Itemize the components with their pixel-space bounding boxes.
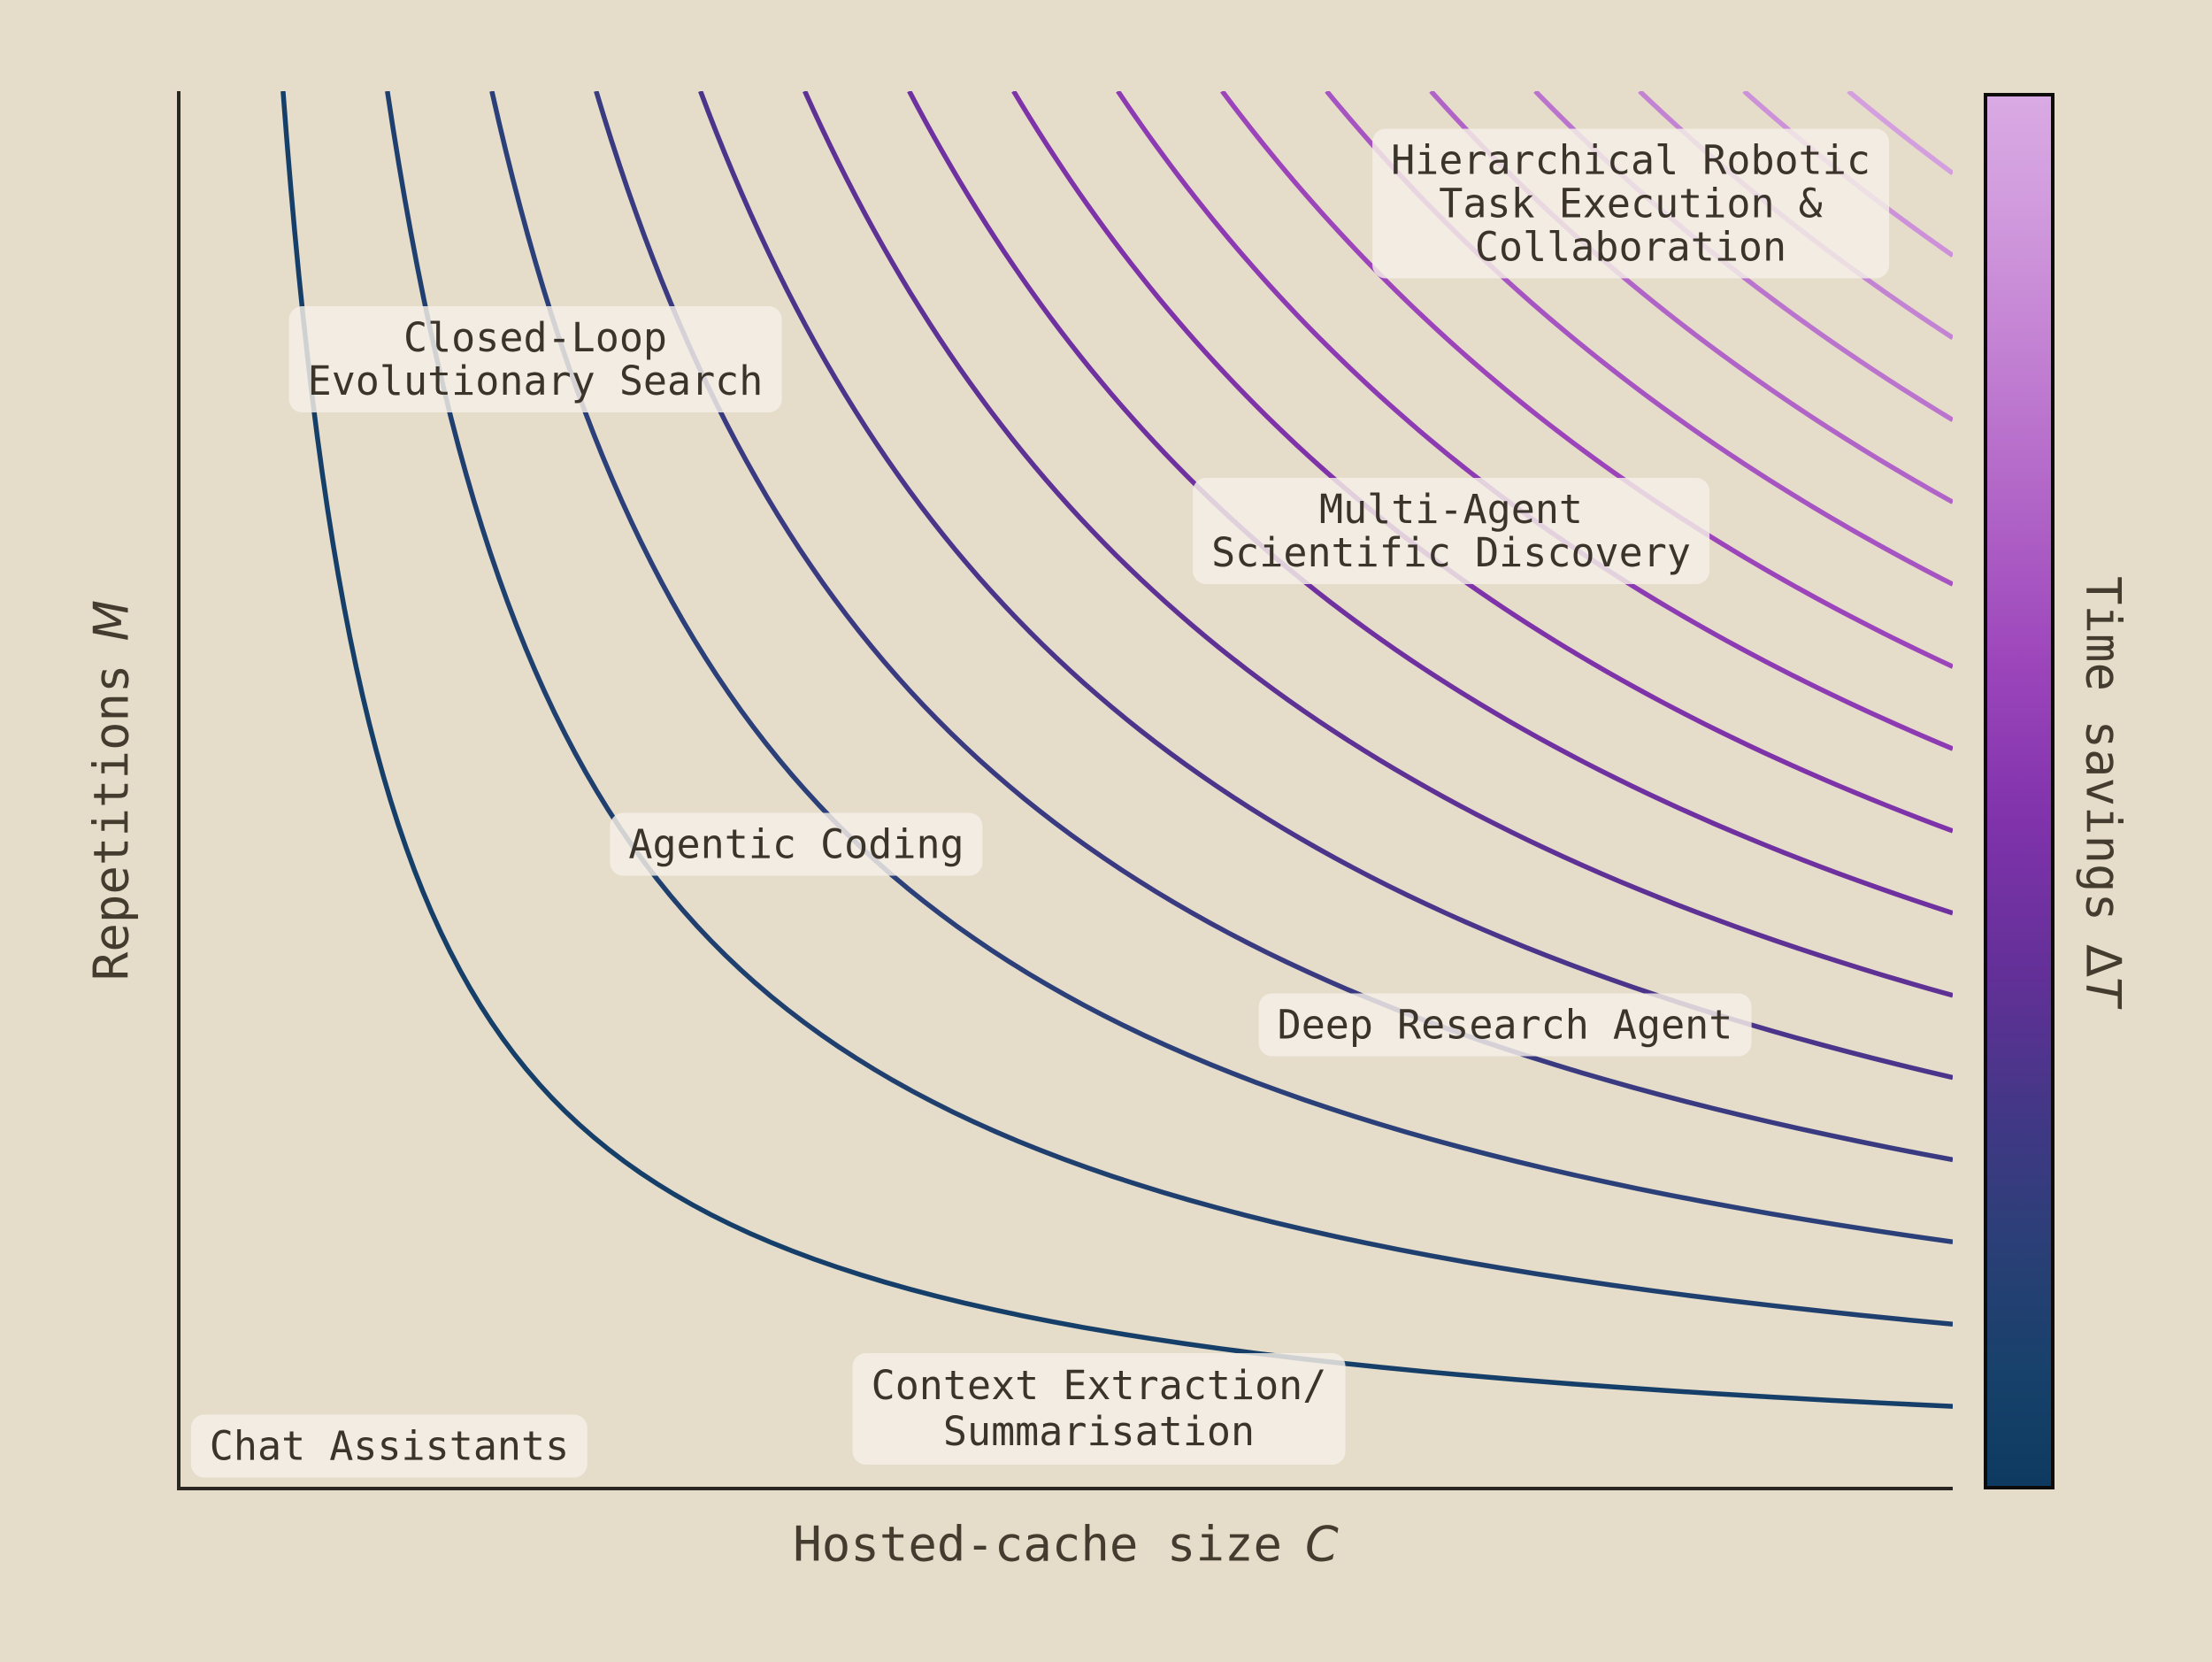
axes-spines [177, 91, 1953, 1490]
annotation-chat-assistants: Chat Assistants [190, 1414, 588, 1478]
contour-curve [907, 91, 1953, 916]
y-axis-label-text: Repetitions [83, 663, 140, 981]
annotation-hierarchical-robotic-line: Hierarchical Robotic [1391, 136, 1870, 184]
annotation-chat-assistants-line: Chat Assistants [209, 1422, 570, 1470]
contour-curve [1847, 91, 1953, 176]
colorbar-label: Time savings ΔT [2076, 576, 2131, 1006]
contour-curve [280, 91, 1953, 1409]
contour-curve [1116, 91, 1953, 751]
y-axis-label: Repetitions M [84, 599, 140, 980]
annotation-closed-loop-line: Evolutionary Search [307, 358, 764, 404]
annotation-agentic-coding-line: Agentic Coding [628, 820, 964, 868]
annotation-context-extraction-line: Context Extraction/ [871, 1362, 1327, 1409]
annotation-multi-agent-line: Scientific Discovery [1211, 529, 1691, 576]
contour-curve [698, 91, 1953, 1081]
x-axis-label-text: Hosted-cache size [793, 1516, 1282, 1573]
annotation-multi-agent-line: Multi-Agent [1318, 486, 1584, 533]
delta-symbol: Δ [2075, 944, 2131, 978]
T-symbol: T [2075, 977, 2131, 1007]
contour-curve [489, 91, 1953, 1245]
annotation-context-extraction: Context Extraction/Summarisation [852, 1353, 1346, 1465]
annotation-deep-research-line: Deep Research Agent [1277, 1001, 1733, 1049]
contour-curve [385, 91, 1953, 1327]
contour-curve [803, 91, 1953, 998]
contour-curves [280, 91, 1953, 1409]
annotation-hierarchical-robotic-line: Task Execution & [1439, 180, 1823, 227]
y-axis-math-symbol: M [83, 599, 140, 641]
annotation-hierarchical-robotic-line: Collaboration [1474, 223, 1787, 271]
colorbar [1984, 93, 2055, 1489]
colorbar-label-text: Time savings [2075, 575, 2131, 922]
annotation-agentic-coding: Agentic Coding [610, 812, 983, 876]
x-axis-math-symbol: C [1304, 1516, 1339, 1573]
annotation-context-extraction-line: Summarisation [942, 1408, 1256, 1455]
x-axis-label: Hosted-cache size C [793, 1517, 1338, 1573]
annotation-deep-research: Deep Research Agent [1258, 993, 1752, 1057]
contour-curve [1220, 91, 1953, 669]
colorbar-math-symbol: ΔT [2076, 944, 2131, 1006]
annotation-closed-loop-line: Closed-Loop [403, 314, 668, 361]
